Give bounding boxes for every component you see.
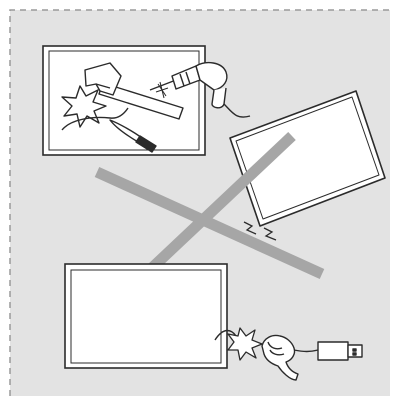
monitor-bottom — [65, 264, 227, 368]
monitor-screen-bottom — [71, 270, 221, 363]
